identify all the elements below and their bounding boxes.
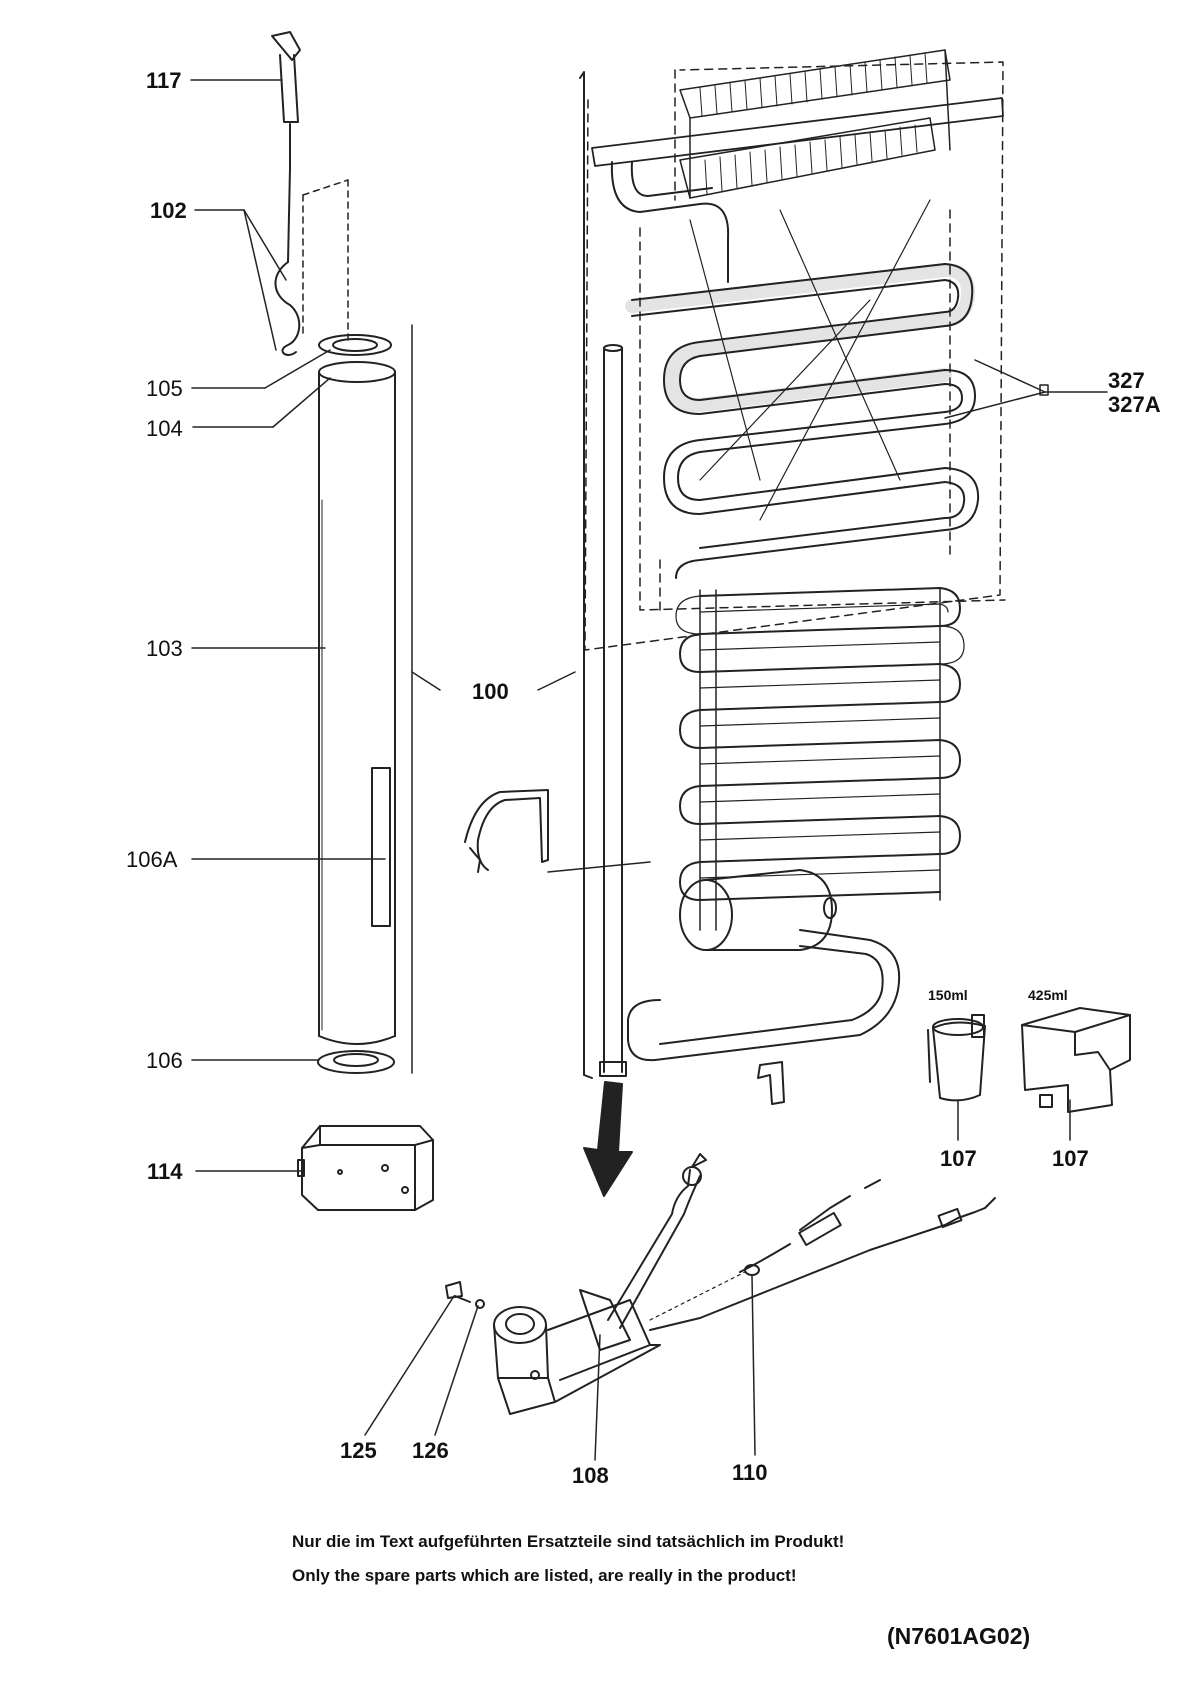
part-117-burner-top: [190, 31, 301, 123]
label-107-small: 107: [940, 1146, 977, 1171]
note-german: Nur die im Text aufgeführten Ersatzteile…: [292, 1532, 845, 1551]
leader-lines-bottom: [364, 1275, 756, 1461]
label-107-large: 107: [1052, 1146, 1089, 1171]
label-110: 110: [732, 1460, 768, 1485]
part-107-cup-150ml: [927, 1014, 986, 1141]
label-114: 114: [147, 1159, 183, 1184]
label-104: 104: [146, 416, 183, 441]
leader-lines-left: [191, 349, 576, 1172]
label-106A: 106A: [126, 847, 178, 872]
part-108-burner-assembly: [445, 1153, 996, 1415]
label-100: 100: [472, 679, 509, 704]
part-107-cup-425ml: [1021, 1007, 1131, 1141]
label-108: 108: [572, 1463, 609, 1488]
label-103: 103: [146, 636, 183, 661]
label-102: 102: [150, 198, 187, 223]
label-126: 126: [412, 1438, 449, 1463]
label-327A: 327A: [1108, 392, 1161, 417]
label-105: 105: [146, 376, 183, 401]
leader-lines-327: [944, 359, 1108, 419]
drawing-code: (N7601AG02): [887, 1623, 1031, 1649]
label-150ml: 150ml: [928, 987, 968, 1003]
insulation-outline: [302, 179, 349, 346]
label-106: 106: [146, 1048, 183, 1073]
part-103-boiler-tube: [317, 324, 413, 1074]
part-102-thermocouple: [194, 123, 301, 356]
note-english: Only the spare parts which are listed, a…: [292, 1566, 797, 1585]
label-327: 327: [1108, 368, 1145, 393]
part-114-electronic-box: [297, 1125, 434, 1211]
part-100-cooling-unit: [464, 49, 1006, 1105]
label-125: 125: [340, 1438, 377, 1463]
label-117: 117: [146, 68, 182, 93]
label-425ml: 425ml: [1028, 987, 1068, 1003]
arrow-down: [583, 1081, 633, 1197]
